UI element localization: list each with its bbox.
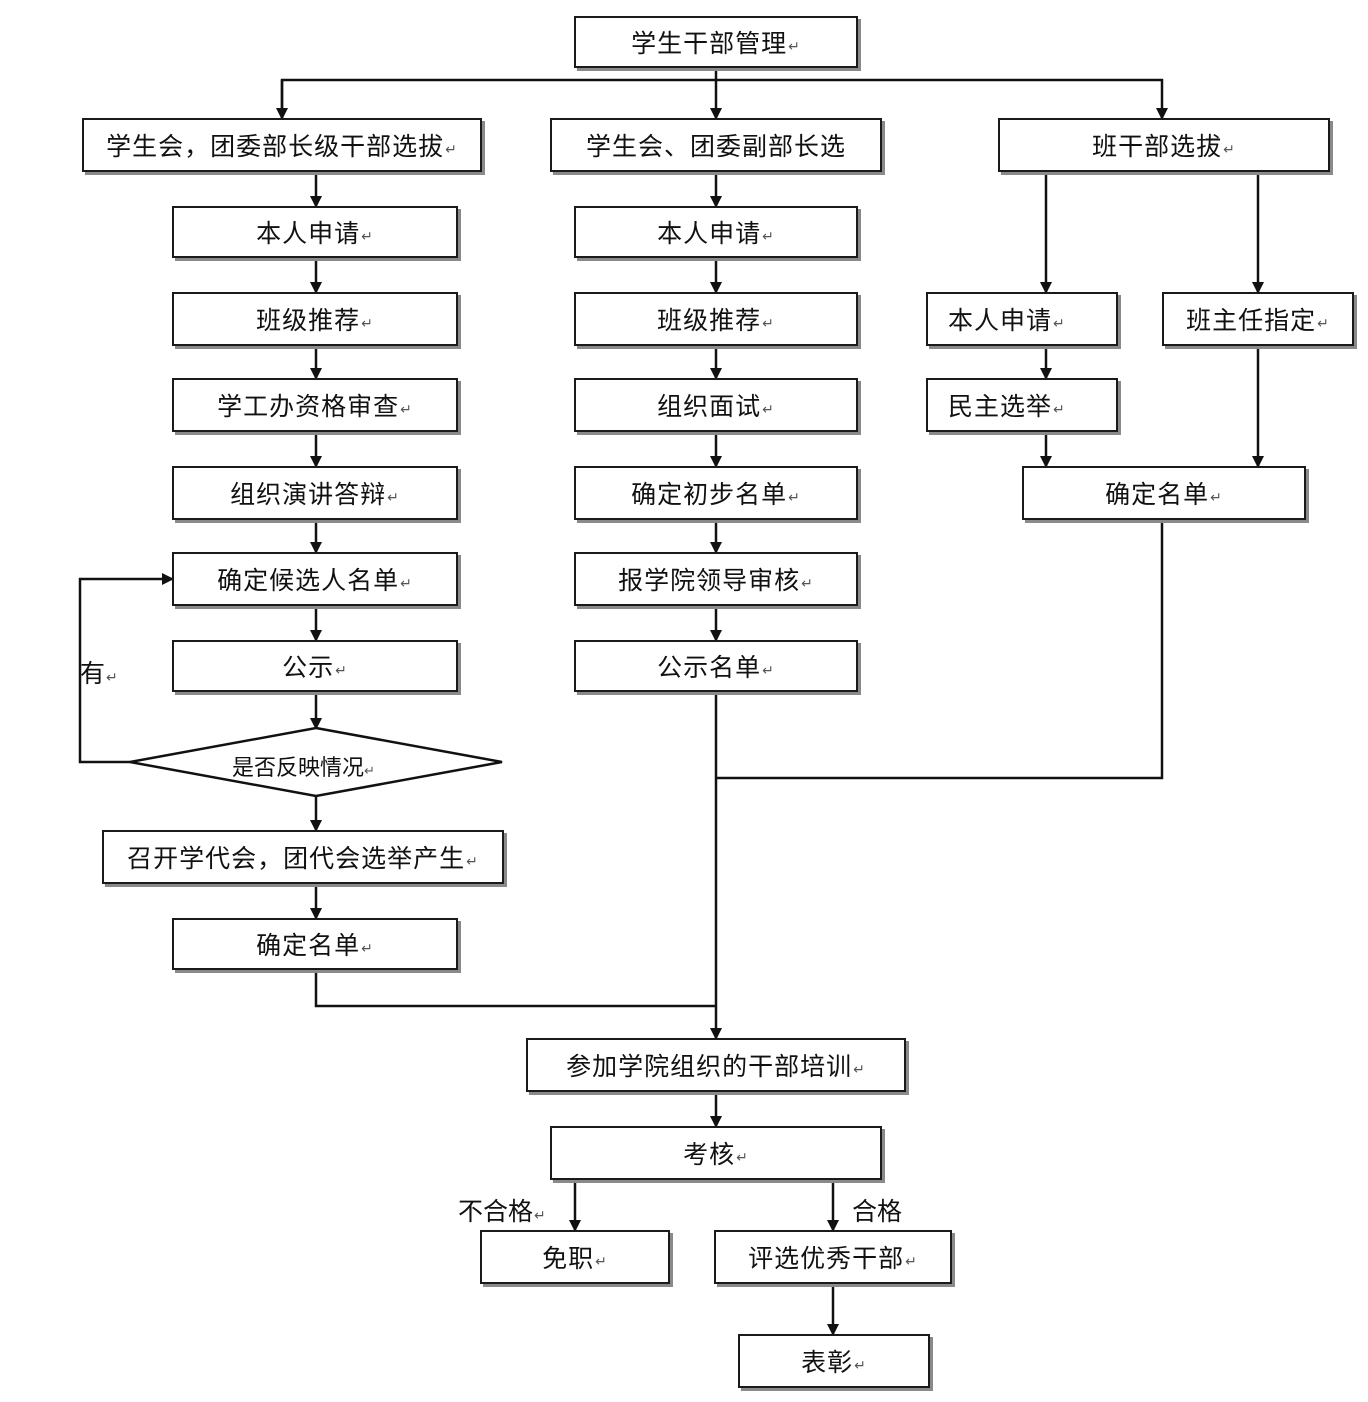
- node-left-step-6-label: 公示: [282, 653, 335, 682]
- decision-label: 是否反映情况↵: [232, 756, 375, 781]
- node-middle-step-4: 确定初步名单↵: [574, 466, 858, 520]
- node-training: 参加学院组织的干部培训↵: [526, 1038, 906, 1092]
- node-middle-step-2: 班级推荐↵: [574, 292, 858, 346]
- node-left-final: 确定名单↵: [172, 918, 458, 970]
- node-left-step-4: 组织演讲答辩↵: [172, 466, 458, 520]
- node-left-step-2: 班级推荐↵: [172, 292, 458, 346]
- node-middle-header-label: 学生会、团委副部长选: [585, 132, 846, 161]
- node-middle-step-5-label: 报学院领导审核: [618, 566, 801, 595]
- node-top: 学生干部管理↵: [574, 16, 858, 68]
- node-left-step-5: 确定候选人名单↵: [172, 552, 458, 606]
- node-middle-step-1: 本人申请↵: [574, 206, 858, 258]
- node-middle-header: 学生会、团委副部长选: [550, 118, 882, 172]
- node-right-header-label: 班干部选拔: [1092, 132, 1223, 161]
- pass-label: 合格: [852, 1197, 903, 1226]
- node-left-step-4-label: 组织演讲答辩: [230, 480, 387, 509]
- node-excellent-label: 评选优秀干部: [748, 1244, 905, 1273]
- node-training-label: 参加学院组织的干部培训: [566, 1052, 853, 1081]
- node-middle-step-1-label: 本人申请: [657, 219, 762, 248]
- node-left-step-2-label: 班级推荐: [256, 306, 361, 335]
- node-middle-step-2-label: 班级推荐: [657, 306, 762, 335]
- node-right-step-2-label: 民主选举: [948, 392, 1053, 421]
- node-middle-step-6-label: 公示名单: [657, 653, 762, 682]
- node-left-election-label: 召开学代会，团代会选举产生: [127, 844, 466, 873]
- node-dismissal: 免职↵: [480, 1230, 670, 1284]
- node-left-election: 召开学代会，团代会选举产生↵: [102, 830, 504, 884]
- node-excellent: 评选优秀干部↵: [714, 1230, 952, 1284]
- node-right-teacher: 班主任指定↵: [1162, 292, 1354, 346]
- node-left-final-label: 确定名单: [256, 931, 361, 960]
- node-right-step-1-label: 本人申请: [948, 306, 1053, 335]
- node-left-step-1-label: 本人申请: [256, 219, 361, 248]
- node-left-step-3: 学工办资格审查↵: [172, 378, 458, 432]
- node-left-step-5-label: 确定候选人名单: [217, 566, 400, 595]
- fail-label: 不合格↵: [458, 1197, 546, 1226]
- node-left-step-3-label: 学工办资格审查: [217, 392, 400, 421]
- node-left-header: 学生会，团委部长级干部选拔↵: [82, 118, 482, 172]
- node-right-step-2: 民主选举↵: [926, 378, 1118, 432]
- node-right-header: 班干部选拔↵: [998, 118, 1330, 172]
- loop-label: 有↵: [80, 659, 118, 688]
- node-left-step-6: 公示↵: [172, 640, 458, 692]
- decision-diamond: [129, 726, 503, 798]
- node-middle-step-4-label: 确定初步名单: [631, 480, 788, 509]
- node-right-step-1: 本人申请↵: [926, 292, 1118, 346]
- node-assessment-label: 考核: [683, 1140, 736, 1169]
- node-commend-label: 表彰: [801, 1348, 854, 1377]
- node-middle-step-6: 公示名单↵: [574, 640, 858, 692]
- node-middle-step-5: 报学院领导审核↵: [574, 552, 858, 606]
- node-assessment: 考核↵: [550, 1126, 882, 1180]
- node-right-final-label: 确定名单: [1105, 480, 1210, 509]
- node-right-final: 确定名单↵: [1022, 466, 1306, 520]
- node-commend: 表彰↵: [738, 1334, 930, 1388]
- node-middle-step-3-label: 组织面试: [657, 392, 762, 421]
- node-top-label: 学生干部管理: [631, 29, 788, 58]
- node-left-step-1: 本人申请↵: [172, 206, 458, 258]
- node-right-teacher-label: 班主任指定: [1186, 306, 1317, 335]
- node-left-header-label: 学生会，团委部长级干部选拔: [106, 132, 445, 161]
- node-middle-step-3: 组织面试↵: [574, 378, 858, 432]
- node-dismissal-label: 免职: [542, 1244, 595, 1273]
